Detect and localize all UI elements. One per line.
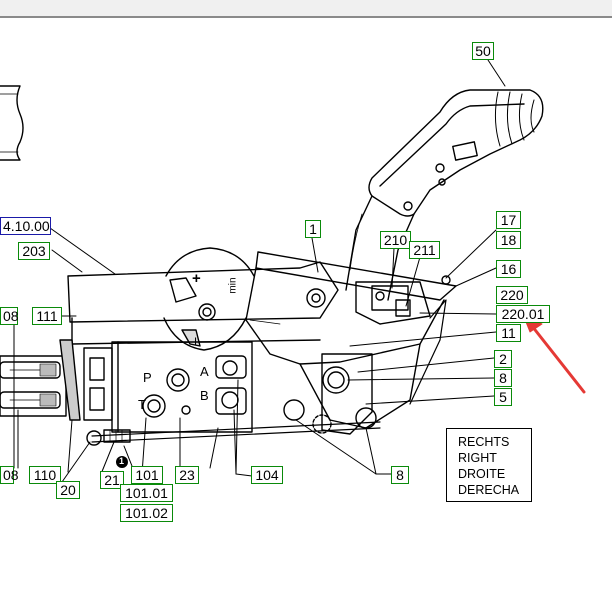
leader-lines: [13, 59, 506, 483]
valve-port-a: A: [200, 364, 209, 379]
direction-text-line: DERECHA: [458, 483, 520, 497]
label-220: 220: [496, 286, 528, 304]
dial-minus: min: [227, 277, 239, 294]
window-top-bar: [0, 0, 612, 18]
label-23: 23: [175, 466, 199, 484]
lever-shaft: [345, 195, 415, 301]
lever-grip: [368, 89, 544, 217]
label-220-01: 220.01: [496, 305, 550, 323]
label-5: 5: [494, 388, 512, 406]
label-101-02: 101.02: [120, 504, 173, 522]
valve-port-t: T: [138, 397, 146, 412]
label-110: 110: [29, 466, 61, 484]
label-8-bottom: 8: [391, 466, 409, 484]
label-2: 2: [494, 350, 512, 368]
direction-text-line: DROITE: [458, 467, 506, 481]
label-18: 18: [496, 231, 521, 249]
direction-text-line: RIGHT: [458, 451, 497, 465]
valve-port-p: P: [143, 370, 152, 385]
label-17: 17: [496, 211, 521, 229]
marker-dot: [116, 456, 128, 468]
label-111: 111: [32, 307, 62, 325]
label-210: 210: [380, 231, 411, 249]
label-101-01: 101.01: [120, 484, 173, 502]
label-08-upper: 08: [0, 307, 19, 325]
label-104: 104: [251, 466, 283, 484]
label-1: 1: [305, 220, 321, 238]
marker-dot-label: 1: [119, 456, 125, 466]
tube-section: [0, 85, 24, 161]
label-101: 101: [131, 466, 163, 484]
label-11: 11: [496, 324, 521, 342]
label-211: 211: [409, 241, 440, 259]
label-203: 203: [18, 242, 50, 260]
label-08-lower: 08: [0, 466, 19, 484]
lower-rod: [86, 421, 381, 446]
label-21: 21: [100, 471, 124, 489]
direction-text-line: RECHTS: [458, 435, 510, 449]
direction-text-box: RECHTS RIGHT DROITE DERECHA: [446, 428, 532, 502]
red-arrow: [521, 311, 586, 394]
label-8-right: 8: [494, 369, 512, 387]
dial-roman-one: I: [194, 336, 198, 348]
label-4-10-00: 4.10.00: [0, 217, 51, 235]
label-50: 50: [472, 42, 494, 60]
dial-knob: [163, 247, 255, 351]
left-cylinders: [0, 339, 81, 421]
valve-block: [83, 341, 253, 433]
valve-port-b: B: [200, 388, 209, 403]
dial-plus: +: [192, 270, 201, 287]
label-16: 16: [496, 260, 521, 278]
label-20: 20: [56, 481, 80, 499]
